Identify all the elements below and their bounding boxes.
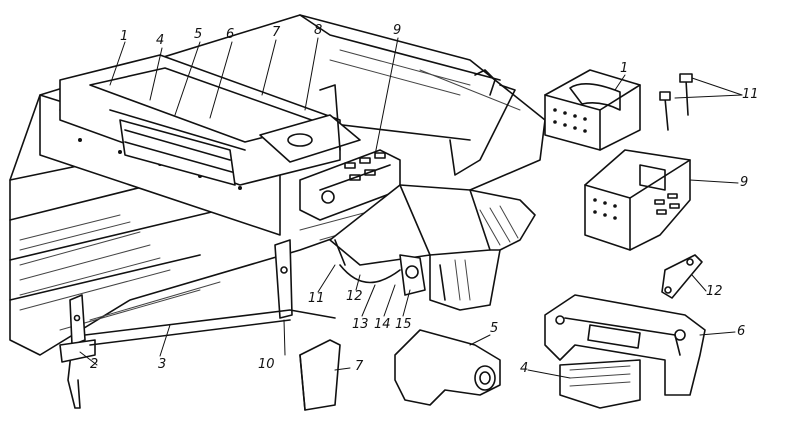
part-1-u-block: [544, 69, 641, 151]
callout-9-frame: 9: [393, 23, 402, 38]
callout-12-frame: 12: [346, 289, 363, 304]
callout-7-frame: 7: [272, 25, 281, 40]
spring-pack: [119, 119, 236, 186]
tie-rod: [84, 309, 336, 346]
leader-lines: [79, 37, 743, 379]
callout-9-part: 9: [740, 175, 749, 190]
part-9-head: [584, 149, 691, 251]
callout-15: 15: [395, 317, 412, 332]
callout-4-part: 4: [520, 361, 529, 376]
part-5-buffer: [394, 329, 501, 406]
callout-6-part: 6: [737, 324, 746, 339]
callout-12-part: 12: [706, 284, 723, 299]
callout-1-frame: 1: [120, 29, 129, 44]
callout-5-frame: 5: [194, 27, 203, 42]
callout-10: 10: [258, 357, 275, 372]
support-stand-right: [274, 239, 293, 319]
callout-14: 14: [374, 317, 391, 332]
deck-handle: [449, 69, 516, 176]
part-6-housing: [544, 294, 706, 396]
callout-4-frame: 4: [156, 33, 165, 48]
callout-7-part: 7: [355, 359, 364, 374]
part-4-pad: [559, 359, 641, 409]
callout-13: 13: [352, 317, 369, 332]
callout-3: 3: [158, 357, 167, 372]
jaw-hatching: [454, 205, 519, 301]
part-7-wedge: [299, 339, 341, 411]
part-11-pins: [659, 73, 693, 131]
coupling-head: [299, 149, 401, 221]
callout-5-part: 5: [490, 321, 499, 336]
callout-8: 8: [314, 23, 323, 38]
part-12-link: [661, 254, 703, 299]
callout-2: 2: [90, 357, 99, 372]
callout-1-part: 1: [620, 61, 629, 76]
callout-6-frame: 6: [226, 27, 235, 42]
callout-11-part: 11: [742, 87, 759, 102]
lock-pin-chain: [334, 239, 426, 296]
callout-11-frame: 11: [308, 291, 325, 306]
pin-plate: [259, 84, 361, 163]
